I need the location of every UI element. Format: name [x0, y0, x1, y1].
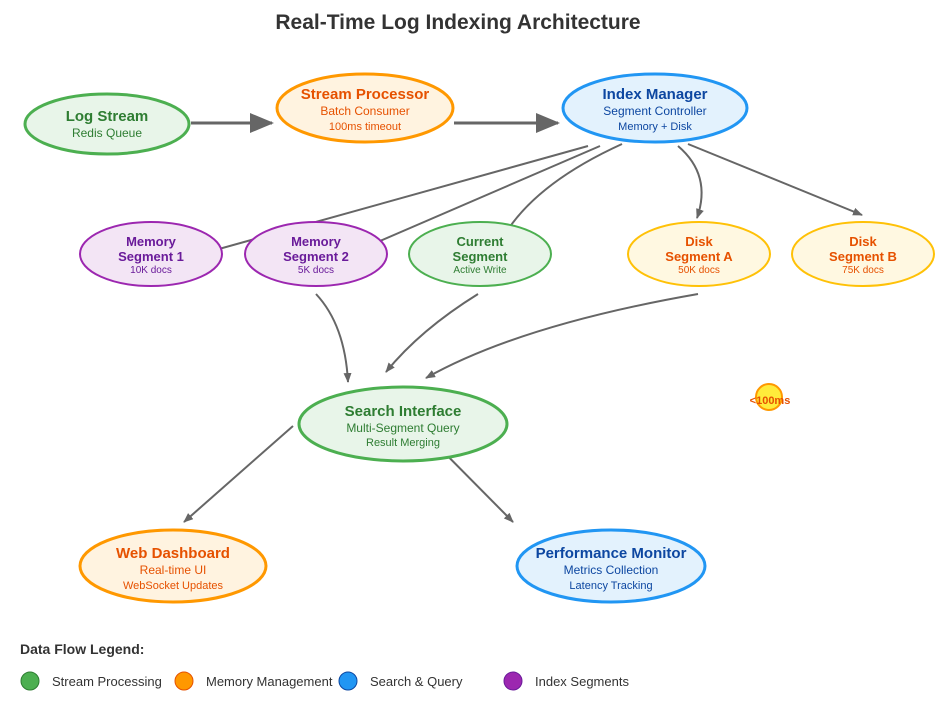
node-detail: Memory + Disk — [618, 121, 692, 133]
latency-badge-dot — [755, 383, 783, 411]
node-detail: Latency Tracking — [569, 580, 652, 592]
node-detail: 50K docs — [678, 265, 720, 276]
edge-index-manager-to-memory-segment-1 — [157, 145, 589, 268]
node-detail: Active Write — [453, 265, 507, 276]
node-shape — [408, 221, 552, 287]
node-disk-segment-b[interactable]: Disk Segment B 75K docs — [791, 221, 935, 287]
node-memory-segment-1[interactable]: Memory Segment 1 10K docs — [79, 221, 223, 287]
node-title-line-2: Segment 2 — [283, 249, 349, 264]
node-performance-monitor[interactable]: Performance Monitor Metrics Collection L… — [515, 528, 707, 604]
legend-item-stream-processing: Stream Processing — [20, 671, 162, 691]
node-shape — [275, 72, 455, 144]
node-title: Disk — [849, 234, 877, 249]
legend-swatch — [338, 671, 358, 691]
node-title: Web Dashboard — [116, 545, 230, 562]
legend-swatch — [174, 671, 194, 691]
node-detail: 10K docs — [130, 265, 172, 276]
node-detail: Result Merging — [366, 437, 440, 449]
legend-label: Memory Management — [206, 674, 333, 689]
node-title: Disk — [685, 234, 713, 249]
edges — [157, 113, 863, 523]
node-shape — [297, 385, 509, 463]
node-title: Stream Processor — [301, 86, 430, 103]
node-title: Current — [457, 234, 505, 249]
node-title: Memory — [126, 234, 177, 249]
node-shape — [79, 221, 223, 287]
node-shape — [78, 528, 268, 604]
diagram-title: Real-Time Log Indexing Architecture — [275, 11, 640, 34]
node-title-line-2: Segment 1 — [118, 249, 184, 264]
node-detail: 5K docs — [298, 265, 334, 276]
node-index-manager[interactable]: Index Manager Segment Controller Memory … — [561, 72, 749, 144]
node-title: Log Stream — [66, 108, 149, 125]
latency-badge-label: <100ms — [750, 395, 791, 407]
legend-label: Index Segments — [535, 674, 629, 689]
node-shape — [23, 92, 191, 156]
node-shape — [515, 528, 707, 604]
node-detail: Metrics Collection — [564, 563, 659, 577]
legend-title: Data Flow Legend: — [20, 641, 144, 657]
legend-swatch — [503, 671, 523, 691]
node-detail: Real-time UI — [140, 563, 207, 577]
node-search-interface[interactable]: Search Interface Multi-Segment Query Res… — [297, 385, 509, 463]
edge-index-manager-to-disk-segment-b — [687, 143, 863, 216]
edge-memory-segment-2-to-search-interface — [315, 293, 352, 383]
node-detail: Redis Queue — [72, 126, 142, 140]
node-title-line-2: Segment — [453, 249, 509, 264]
node-detail: Segment Controller — [603, 104, 706, 118]
node-shape — [627, 221, 771, 287]
node-title: Memory — [291, 234, 342, 249]
edge-search-interface-to-web-dashboard — [183, 425, 294, 523]
legend-label: Search & Query — [370, 674, 463, 689]
node-shape — [791, 221, 935, 287]
legend-label: Stream Processing — [52, 674, 162, 689]
node-disk-segment-a[interactable]: Disk Segment A 50K docs — [627, 221, 771, 287]
node-detail: Multi-Segment Query — [346, 421, 459, 435]
legend: Data Flow Legend: Stream Processing Memo… — [20, 641, 629, 691]
node-stream-processor[interactable]: Stream Processor Batch Consumer 100ms ti… — [275, 72, 455, 144]
edge-disk-segment-a-to-search-interface — [425, 293, 699, 379]
legend-item-index-segments: Index Segments — [503, 671, 629, 691]
node-shape — [561, 72, 749, 144]
node-detail: Batch Consumer — [320, 104, 409, 118]
node-current-segment[interactable]: Current Segment Active Write — [408, 221, 552, 287]
legend-swatch — [20, 671, 40, 691]
node-detail: 100ms timeout — [329, 121, 401, 133]
legend-item-memory-management: Memory Management — [174, 671, 333, 691]
edge-index-manager-to-disk-segment-a — [677, 145, 704, 219]
node-title: Performance Monitor — [536, 545, 687, 562]
node-shape — [244, 221, 388, 287]
legend-item-search-query: Search & Query — [338, 671, 463, 691]
node-log-stream[interactable]: Log Stream Redis Queue — [23, 92, 191, 156]
node-title-line-2: Segment B — [829, 249, 897, 264]
latency-badge: <100ms — [750, 383, 791, 411]
edge-current-segment-to-search-interface — [385, 293, 479, 373]
node-title: Index Manager — [602, 86, 707, 103]
node-web-dashboard[interactable]: Web Dashboard Real-time UI WebSocket Upd… — [78, 528, 268, 604]
node-title-line-2: Segment A — [665, 249, 733, 264]
node-detail: WebSocket Updates — [123, 580, 224, 592]
node-detail: 75K docs — [842, 265, 884, 276]
node-title: Search Interface — [345, 403, 462, 420]
node-memory-segment-2[interactable]: Memory Segment 2 5K docs — [244, 221, 388, 287]
